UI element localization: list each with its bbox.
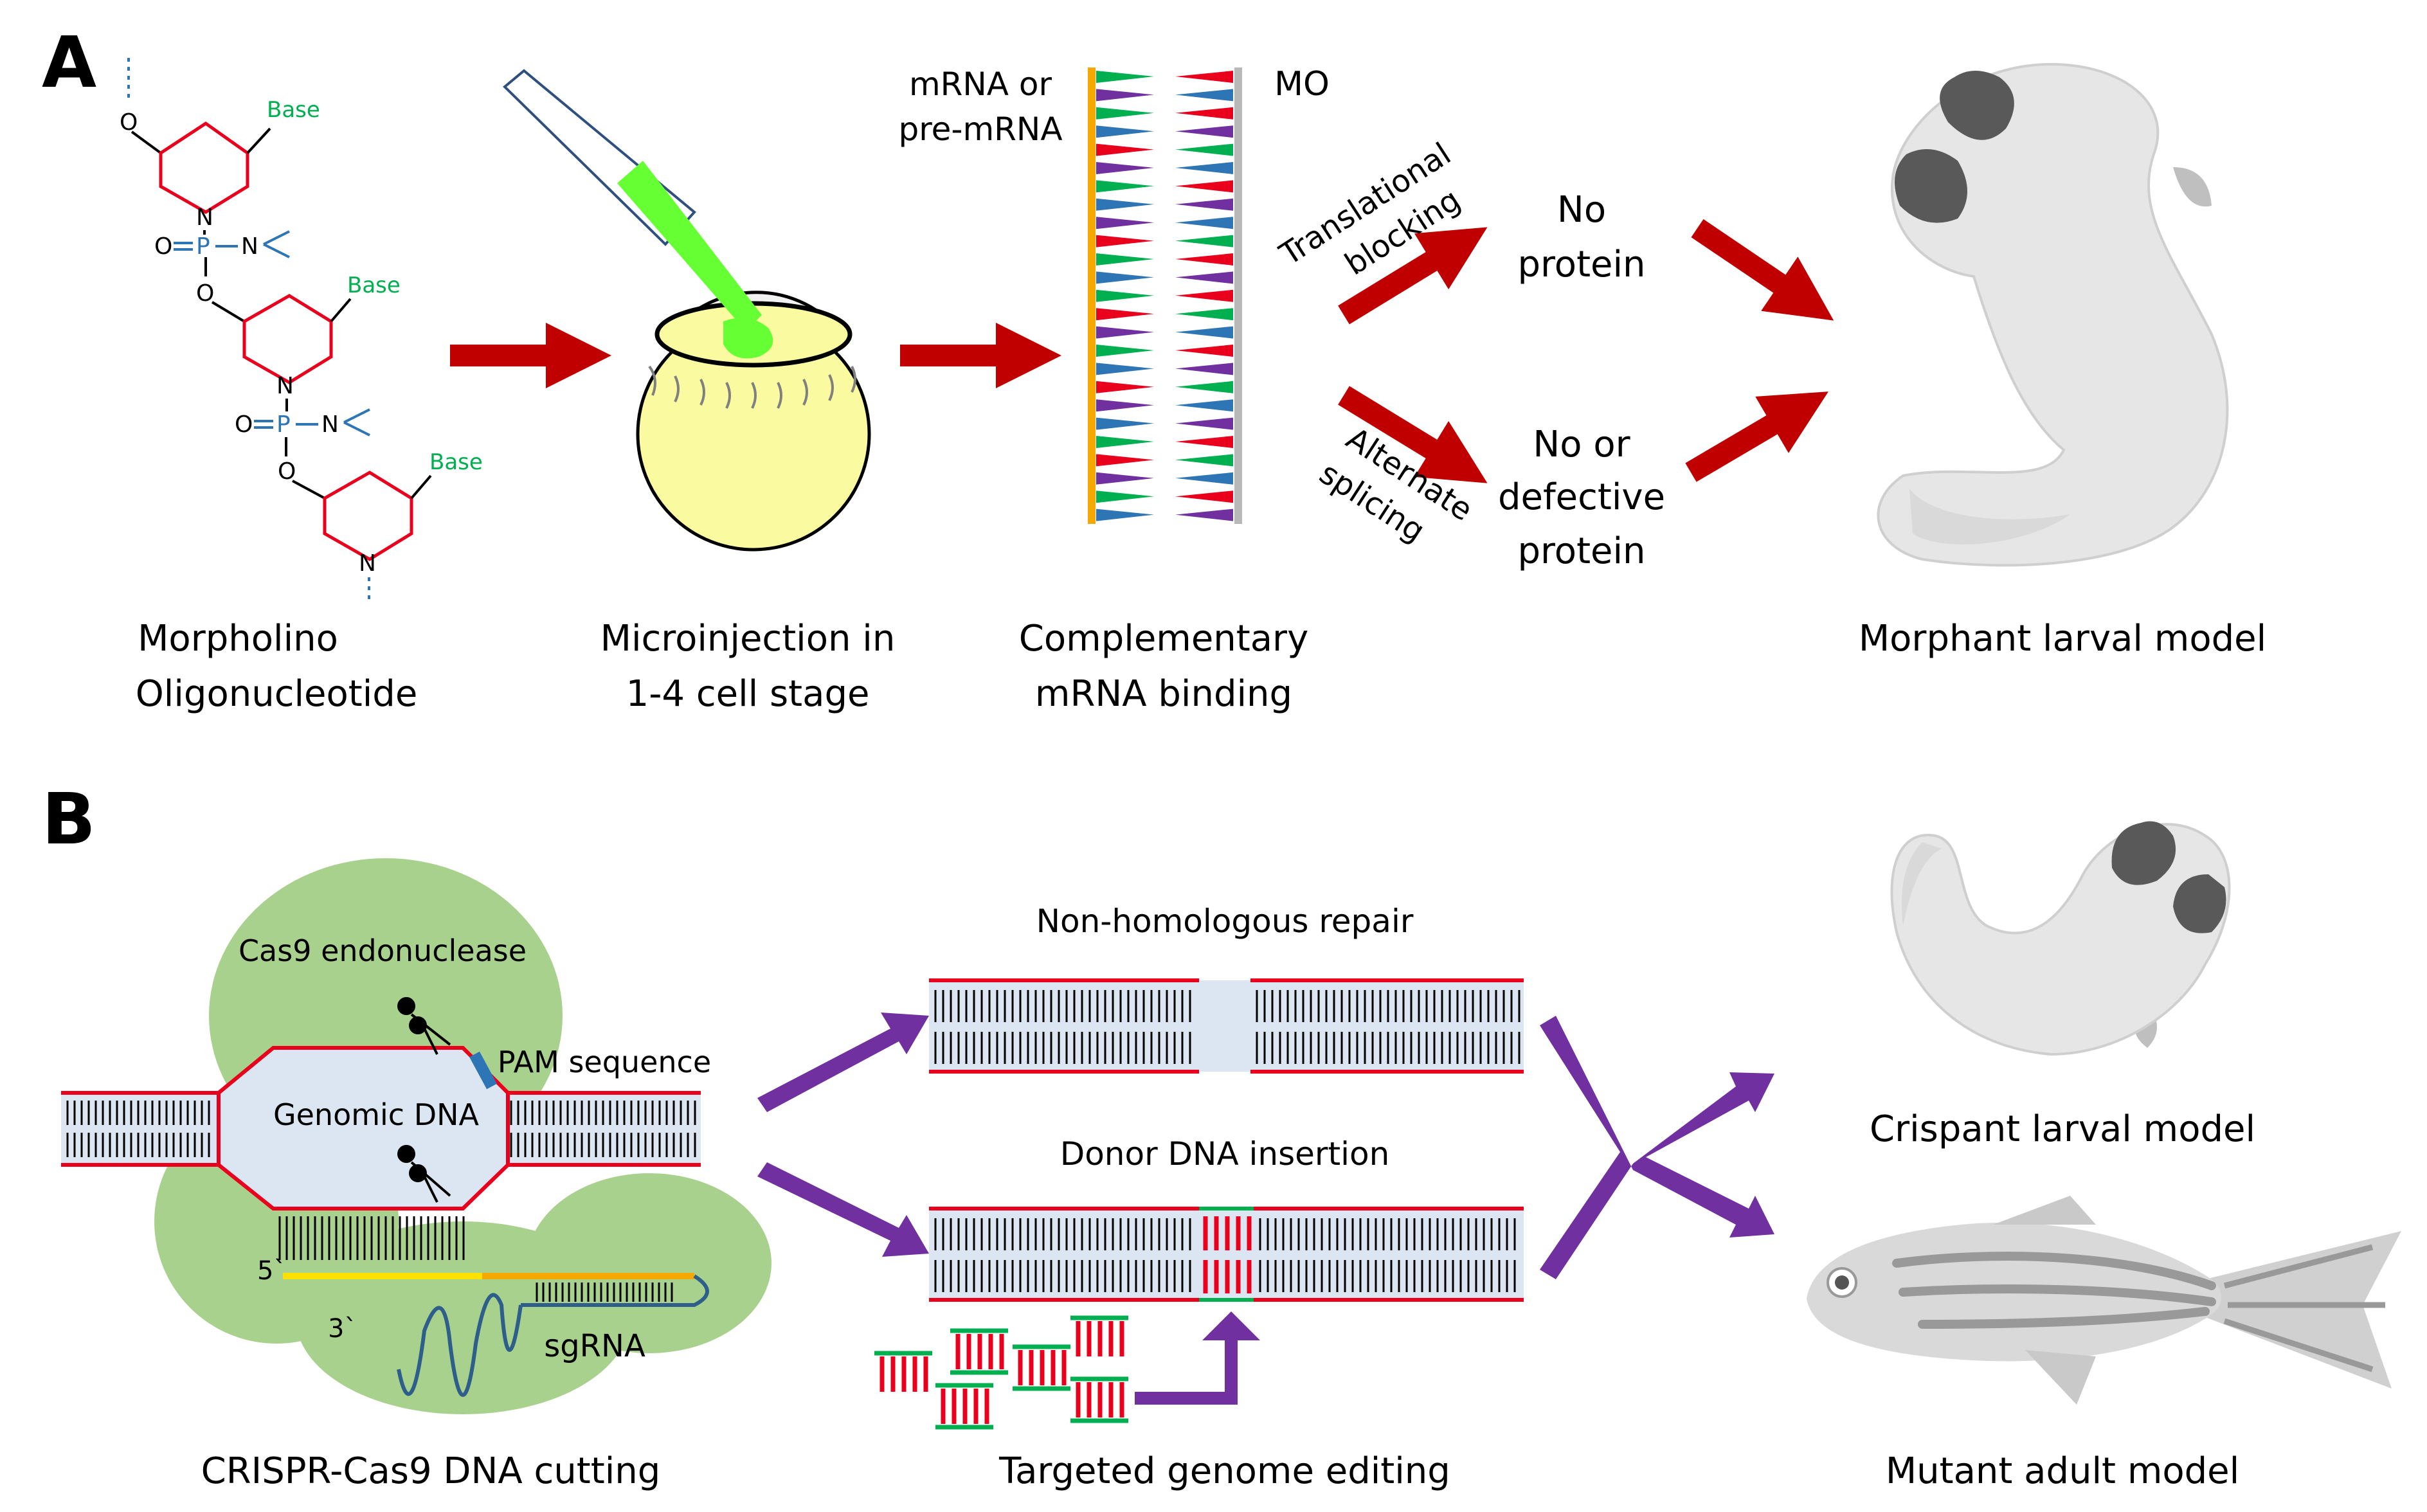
nitrogen-label: N [276,373,294,399]
crispant-model-label: Crispant larval model [1870,1108,2255,1150]
nhej-dna [929,978,1524,1074]
oxygen-label: O [120,109,138,136]
sgrna-strand [283,1273,709,1397]
pam-label: PAM sequence [498,1045,711,1079]
nitrogen-label: N [359,550,376,577]
phosphorus-label: P [276,411,291,438]
step-a2-label-line1: Microinjection in [600,618,896,660]
result1-line2: protein [1517,244,1645,285]
step-b1-label: CRISPR-Cas9 DNA cutting [201,1450,661,1492]
adult-zebrafish-illustration [1807,1196,2401,1405]
phosphorus-label: P [196,233,210,260]
result2-line2: defective [1498,476,1665,518]
genomic-dna [61,1046,701,1260]
nitrogen-label: N [196,204,213,231]
hdr-dna [929,1207,1524,1302]
scissors-icon [397,1145,451,1203]
result1-line1: No [1557,189,1606,231]
step-b2-label: Targeted genome editing [998,1450,1450,1492]
arrow-a3 [1338,227,1488,325]
nitrogen-label: N [241,233,258,260]
rna-label-line2: pre-mRNA [898,111,1062,148]
crispant-larva-illustration [1890,821,2231,1056]
base-label: Base [267,97,320,123]
genomic-dna-label: Genomic DNA [273,1097,480,1132]
cas9-label: Cas9 endonuclease [239,933,527,968]
insertion-arrow [1135,1311,1260,1405]
rna-label-line1: mRNA or [909,66,1052,103]
step-a1-label-line1: Morpholino [138,618,338,660]
base-label: Base [429,449,483,475]
morphant-model-label: Morphant larval model [1859,618,2266,660]
base-label: Base [347,273,401,298]
morphant-larva-illustration [1877,62,2229,567]
five-prime-label: 5` [257,1256,286,1286]
oxygen-label: O [196,280,214,307]
embryo-illustration [503,69,871,552]
arrow-a4 [1338,386,1488,483]
nitrogen-label: N [321,411,339,438]
result2-line3: protein [1517,530,1645,572]
repair1-label: Non-homologous repair [1036,903,1414,940]
sgrna-label: sgRNA [544,1328,645,1364]
mo-label: MO [1274,65,1330,104]
binding-ladder [1088,68,1242,524]
oxygen-label: O [154,233,172,260]
repair2-label: Donor DNA insertion [1060,1135,1390,1173]
result2-line1: No or [1533,424,1630,465]
three-prime-label: 3` [328,1314,357,1344]
step-a1-label-line2: Oligonucleotide [136,673,418,715]
oxygen-label: O [235,411,253,438]
morpholino-structure: O Base N O P N O Base N O P N O [120,58,483,604]
scissors-icon [397,997,451,1055]
panel-a-letter: A [42,21,96,104]
arrow-a5 [1691,219,1834,321]
mutant-model-label: Mutant adult model [1886,1450,2239,1492]
step-a3-label-line1: Complementary [1019,618,1308,660]
donor-dna-fragments [874,1315,1128,1430]
panel-b-letter: B [42,778,96,860]
step-a2-label-line2: 1-4 cell stage [626,673,870,715]
purple-arrows [757,1013,1774,1279]
step-a3-label-line2: mRNA binding [1035,673,1292,715]
arrow-a6 [1685,392,1828,482]
